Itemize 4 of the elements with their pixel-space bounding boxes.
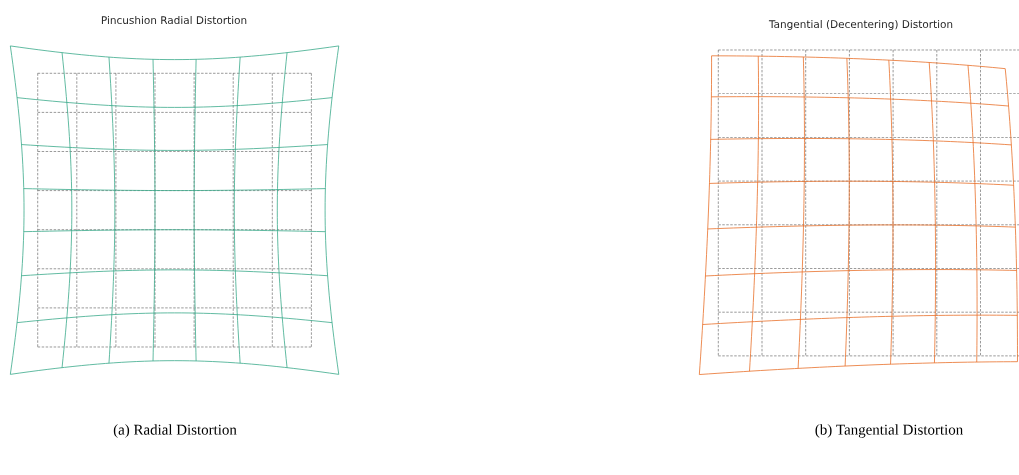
plot-title: Tangential (Decentering) Distortion: [768, 19, 953, 31]
subfigure-caption: (a) Radial Distortion: [113, 424, 237, 438]
subfigure-caption: (b) Tangential Distortion: [815, 424, 963, 438]
plot-title: Pincushion Radial Distortion: [101, 15, 247, 25]
